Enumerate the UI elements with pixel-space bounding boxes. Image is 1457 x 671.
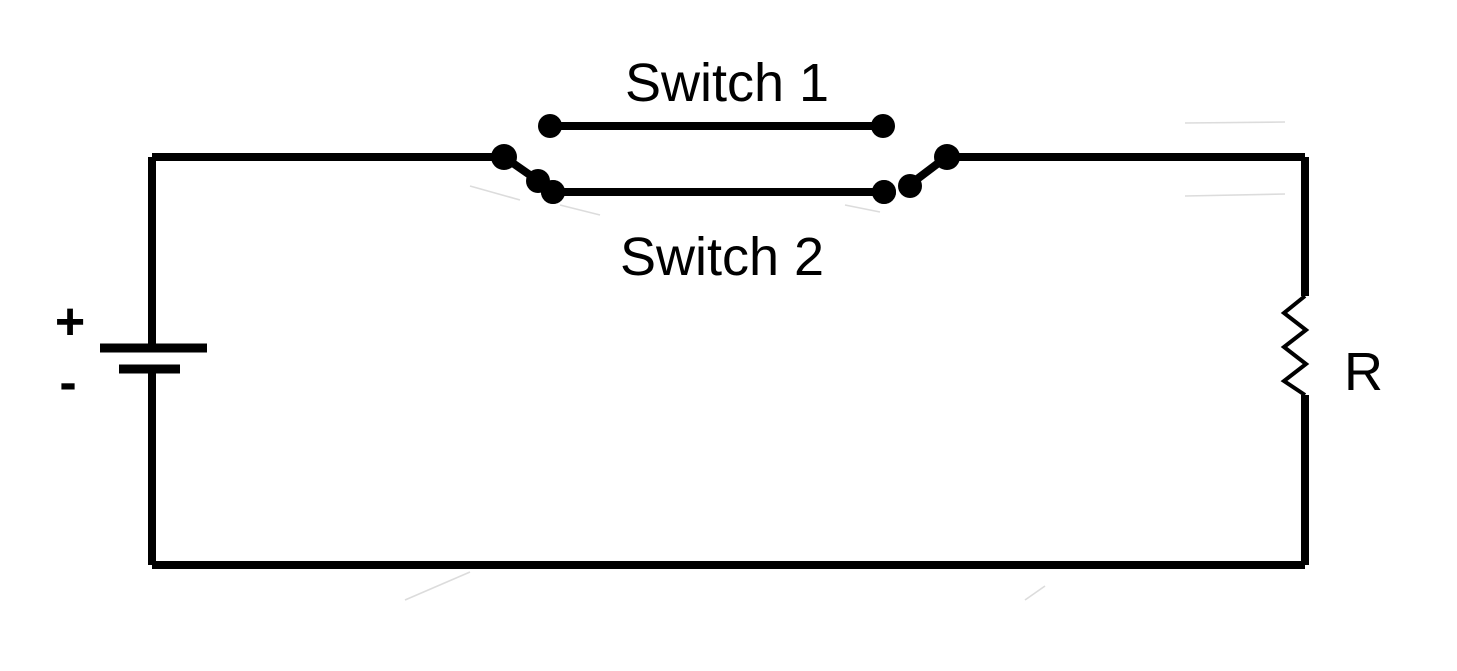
switch-2-label: Switch 2 xyxy=(620,227,824,287)
right-switch-junction[interactable] xyxy=(872,144,960,204)
resistor-label: R xyxy=(1344,342,1383,402)
left-junction-node-bottom xyxy=(541,180,565,204)
left-junction-node-top xyxy=(491,144,517,170)
resistor-zigzag xyxy=(1280,294,1310,397)
right-junction-node-mid xyxy=(898,174,922,198)
left-switch-junction[interactable] xyxy=(491,144,565,204)
right-junction-node-bottom xyxy=(872,180,896,204)
switch-2[interactable] xyxy=(541,180,896,204)
right-junction-node-top xyxy=(934,144,960,170)
battery-symbol xyxy=(100,343,207,374)
switch-1[interactable] xyxy=(538,114,895,138)
circuit-wires xyxy=(148,153,1309,569)
switch-1-terminal-left xyxy=(538,114,562,138)
battery-negative-label: - xyxy=(59,354,76,412)
switch-1-label: Switch 1 xyxy=(625,53,829,113)
battery-positive-label: + xyxy=(55,293,85,351)
switch-1-terminal-right xyxy=(871,114,895,138)
ghost-artifacts xyxy=(404,121,1286,601)
resistor-symbol xyxy=(1280,294,1310,397)
